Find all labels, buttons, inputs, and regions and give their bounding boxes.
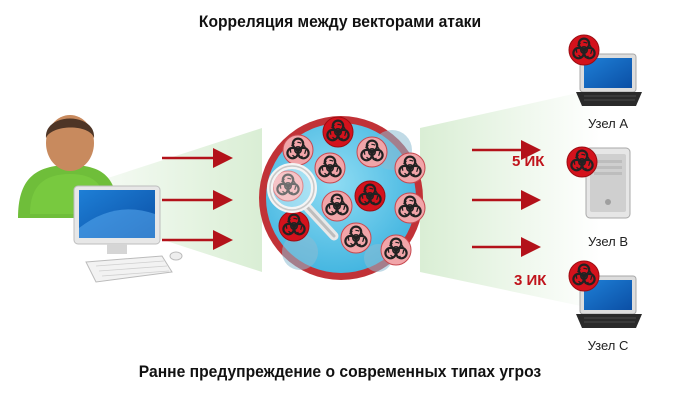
diagram-title: Корреляция между векторами атаки bbox=[198, 12, 482, 31]
biohazard-icon bbox=[323, 117, 353, 147]
biohazard-icon bbox=[381, 235, 411, 265]
biohazard-icon bbox=[395, 153, 425, 183]
node-a-laptop-icon bbox=[576, 53, 642, 106]
node-b-ioc-count: 5 ИК bbox=[512, 153, 545, 170]
magnifier-icon bbox=[267, 163, 339, 241]
biohazard-icon bbox=[283, 135, 313, 165]
biohazard-icon bbox=[315, 153, 345, 183]
node-a-biohazard-icon bbox=[569, 35, 599, 65]
biohazard-icon bbox=[355, 181, 385, 211]
node-c-label: Узел С bbox=[587, 338, 629, 353]
node-b-label: Узел В bbox=[587, 234, 628, 249]
biohazard-icon bbox=[279, 211, 309, 241]
biohazard-icon bbox=[357, 137, 387, 167]
node-a-label: Узел А bbox=[587, 116, 628, 131]
user-workstation-icon bbox=[18, 115, 183, 283]
incoming-arrows bbox=[162, 148, 233, 250]
node-b-biohazard-icon bbox=[567, 147, 597, 177]
diagram-subtitle: Ранне предупреждение о современных типах… bbox=[138, 362, 542, 381]
biohazard-icon bbox=[322, 191, 352, 221]
biohazard-icon bbox=[395, 193, 425, 223]
outgoing-arrows bbox=[472, 140, 541, 257]
node-c-biohazard-icon bbox=[569, 261, 599, 291]
node-c-ioc-count: 3 ИК bbox=[514, 272, 547, 289]
biohazard-icon bbox=[341, 223, 371, 253]
threat-analysis-sphere bbox=[259, 116, 425, 280]
